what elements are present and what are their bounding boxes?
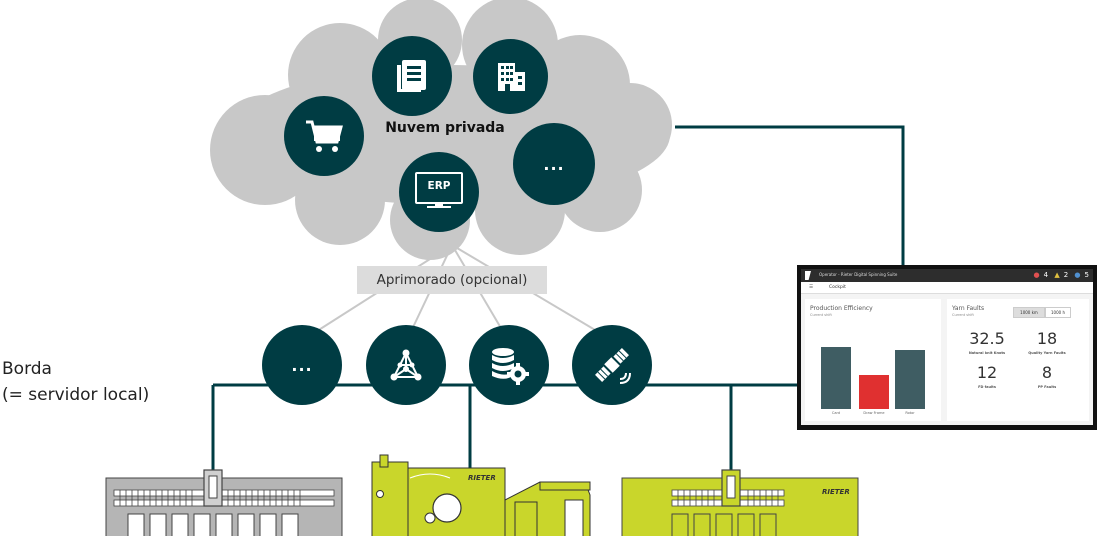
building-icon: [497, 62, 525, 91]
edge-label-line2: (= servidor local): [2, 385, 150, 405]
metric-value: 12: [976, 363, 998, 382]
more-icon: ...: [291, 355, 313, 375]
rieter-logo-icon: [805, 271, 811, 280]
dashboard-tabbar: ☰ Cockpit: [801, 282, 1093, 294]
dashboard-window-title: Operator - Rieter Digital Spinning Suite: [819, 272, 898, 277]
network-service: [366, 325, 446, 405]
edge-label-line1: Borda: [2, 359, 52, 379]
metric-label: Natural knit Knots: [968, 351, 1006, 355]
tab-cockpit[interactable]: Cockpit: [829, 285, 846, 290]
metric-value: 18: [1036, 329, 1058, 348]
dashboard-tablet: Operator - Rieter Digital Spinning Suite…: [797, 265, 1097, 430]
yarn-faults-panel: Yarn Faults Current shift 1000 km 1000 h…: [947, 299, 1089, 421]
warning-count: 2: [1063, 271, 1069, 279]
efficiency-bar-draw-frame: [859, 375, 889, 409]
metric-value: 32.5: [969, 329, 1005, 348]
machine-brand-label: RIETER: [468, 474, 496, 482]
erp-service: ERP: [399, 152, 479, 232]
shopping-cart-icon: [306, 120, 343, 152]
satellite-service: [572, 325, 652, 405]
panel-subtitle: Current shift: [952, 313, 974, 317]
range-button-km[interactable]: 1000 km: [1013, 307, 1045, 318]
document-list-icon: [397, 60, 426, 92]
status-counters: ●4 ▲2 ●5: [1033, 271, 1089, 279]
bar-label: Rotor: [905, 411, 915, 415]
menu-icon[interactable]: ☰: [809, 285, 814, 290]
dashboard-screen: Operator - Rieter Digital Spinning Suite…: [801, 269, 1093, 425]
efficiency-bar-rotor: [895, 350, 925, 409]
network-nodes-icon: [390, 349, 422, 381]
more-cloud-services: ...: [513, 123, 595, 205]
metric-value: 8: [1041, 363, 1053, 382]
efficiency-bar-card: [821, 347, 851, 409]
panel-title: Production Efficiency: [810, 305, 873, 312]
satellite-icon: [595, 348, 631, 384]
shopping-cart-service: [284, 96, 364, 176]
more-icon: ...: [543, 154, 565, 174]
production-efficiency-panel: Production Efficiency Current shift Card…: [805, 299, 941, 421]
building-service: [473, 39, 548, 114]
database-service: [469, 325, 549, 405]
edge-server-label: Borda (= servidor local): [2, 356, 149, 408]
machine-brand-label: RIETER: [822, 488, 850, 496]
erp-label: ERP: [427, 180, 451, 192]
spinning-machine-lime: [621, 469, 859, 536]
document-list-service: [372, 36, 452, 116]
spinning-machine-gray: [105, 469, 343, 536]
database-gear-icon: [492, 348, 529, 385]
metric-label: PP Faults: [1037, 385, 1057, 389]
dashboard-topbar: Operator - Rieter Digital Spinning Suite…: [801, 269, 1093, 282]
optional-enhanced-label: Aprimorado (opcional): [357, 266, 547, 294]
panel-title: Yarn Faults: [952, 305, 985, 312]
bar-label: Card: [831, 411, 841, 415]
draw-frame-machine-lime: [371, 454, 591, 536]
info-count: 5: [1084, 271, 1089, 279]
range-button-h[interactable]: 1000 h: [1045, 307, 1071, 318]
alarm-count: 4: [1043, 271, 1049, 279]
metric-label: Quality Yarn Faults: [1028, 351, 1066, 355]
bar-label: Draw Frame: [863, 411, 885, 415]
panel-subtitle: Current shift: [810, 313, 832, 317]
more-edge-services: ...: [262, 325, 342, 405]
erp-monitor-icon: ERP: [415, 172, 463, 212]
metric-label: FD faults: [978, 385, 996, 389]
cloud-title: Nuvem privada: [385, 120, 505, 136]
